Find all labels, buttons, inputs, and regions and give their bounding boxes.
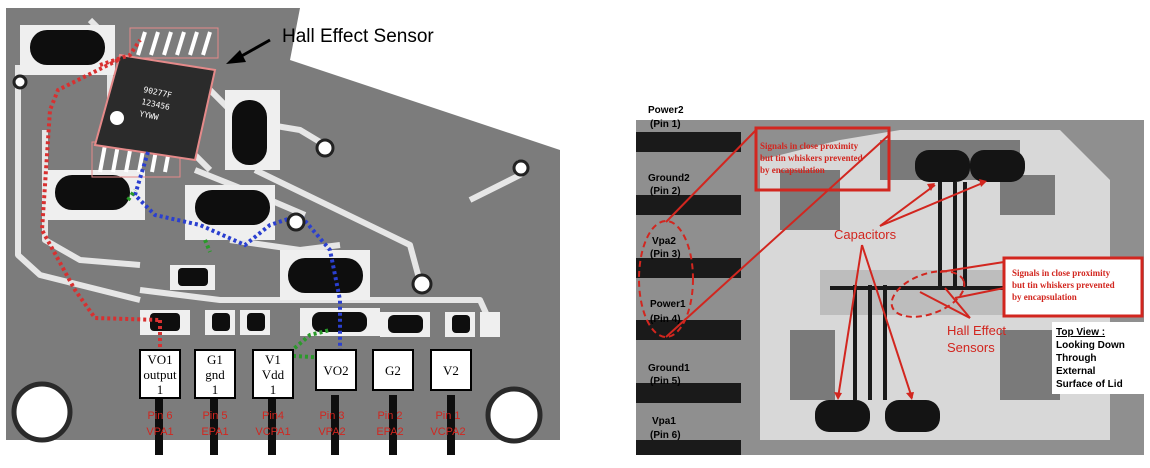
pin4-box-line3: 1: [270, 382, 277, 397]
top-view-title: Top View :: [1056, 327, 1105, 338]
pin1-box-label: V2: [443, 363, 459, 378]
pin5-signal: EPA1: [201, 426, 228, 438]
pin-boxes: VO1 output 1 G1 gnd 1 V1 Vdd 1 VO2 G2 V2: [139, 349, 472, 399]
pin6-num: (Pin 6): [650, 430, 681, 441]
pin4-name: Power1: [650, 299, 686, 310]
pin6-signal: VPA1: [146, 426, 173, 438]
annotation-arrowheads: [834, 179, 987, 400]
pin2-label: Pin 2: [377, 410, 402, 422]
components: [30, 30, 470, 333]
note-box-top: Signals in close proximity but tin whisk…: [754, 126, 891, 192]
pin5-box-line3: 1: [212, 382, 219, 397]
pin4-num: (Pin 4): [650, 314, 681, 325]
pin1-name: Power2: [648, 105, 684, 116]
pin1-num: (Pin 1): [650, 119, 681, 130]
pin6-name: Vpa1: [652, 416, 676, 427]
note-right-line3: by encapsulation: [1012, 292, 1077, 302]
pin2-signal: EPA2: [376, 426, 403, 438]
pin6-label: Pin 6: [147, 410, 172, 422]
hall-sensors-label-1: Hall Effect: [947, 323, 1006, 338]
capacitors: [815, 150, 1025, 432]
pin5-num: (Pin 5): [650, 376, 681, 387]
pin3-signal: VPA2: [318, 426, 345, 438]
hall-sensor-callout: Hall Effect Sensor: [226, 26, 434, 64]
note-top-line1: Signals in close proximity: [760, 141, 859, 151]
left-xray-panel: 90277F 123456 YYWW: [6, 8, 560, 455]
lead-frame-pins: [636, 132, 741, 455]
pin4-label: Pin4: [262, 410, 284, 422]
pin5-label: Pin 5: [202, 410, 227, 422]
top-view-line5: Surface of Lid: [1056, 379, 1123, 390]
top-view-line4: External: [1056, 366, 1096, 377]
pin5-box-line1: G1: [207, 352, 223, 367]
pin2-name: Ground2: [648, 173, 690, 184]
pin1-label: Pin 1: [435, 410, 460, 422]
annotation-lines: [665, 129, 1005, 399]
pin6-box-line2: output: [143, 367, 177, 382]
proximity-highlights: [638, 220, 966, 338]
pin-signal-labels: Pin 6 VPA1 Pin 5 EPA1 Pin4 VCPA1 Pin 3 V…: [146, 410, 465, 438]
note-right-line1: Signals in close proximity: [1012, 268, 1111, 278]
pin3-name: Vpa2: [652, 236, 676, 247]
pin5-box-line2: gnd: [205, 367, 225, 382]
hall-sensor-chip: 90277F 123456 YYWW: [91, 27, 219, 178]
lead-labels: Power2 (Pin 1) Ground2 (Pin 2) Vpa2 (Pin…: [648, 105, 690, 441]
pin-legs: [155, 395, 455, 455]
green-dotted-trace: [126, 188, 331, 360]
pin1-signal: VCPA2: [430, 426, 465, 438]
top-view-legend: Top View : Looking Down Through External…: [1052, 322, 1144, 394]
pin2-num: (Pin 2): [650, 186, 681, 197]
hall-sensors-label-2: Sensors: [947, 340, 995, 355]
right-xray-panel: Power2 (Pin 1) Ground2 (Pin 2) Vpa2 (Pin…: [636, 105, 1144, 455]
pin3-num: (Pin 3): [650, 249, 681, 260]
top-view-line3: Through: [1056, 353, 1097, 364]
chip-marking-3: YYWW: [139, 109, 160, 122]
pin6-box-line1: VO1: [147, 352, 172, 367]
pin5-name: Ground1: [648, 363, 690, 374]
pin6-box-line3: 1: [157, 382, 164, 397]
pin4-signal: VCPA1: [255, 426, 290, 438]
note-box-right: Signals in close proximity but tin whisk…: [1002, 256, 1144, 318]
callout-text: Hall Effect Sensor: [282, 26, 434, 47]
mounting-holes: [11, 74, 543, 444]
note-right-line2: but tin whiskers prevented: [1012, 280, 1115, 290]
capacitors-label: Capacitors: [834, 227, 897, 242]
top-view-line2: Looking Down: [1056, 340, 1125, 351]
pin2-box-label: G2: [385, 363, 401, 378]
pin3-label: Pin 3: [319, 410, 344, 422]
note-top-line2: but tin whiskers prevented: [760, 153, 863, 163]
pin4-box-line1: V1: [265, 352, 281, 367]
sensor-leads: [830, 182, 1040, 400]
pin3-box-label: VO2: [323, 363, 348, 378]
note-top-line3: by encapsulation: [760, 165, 825, 175]
pin4-box-line2: Vdd: [262, 367, 285, 382]
